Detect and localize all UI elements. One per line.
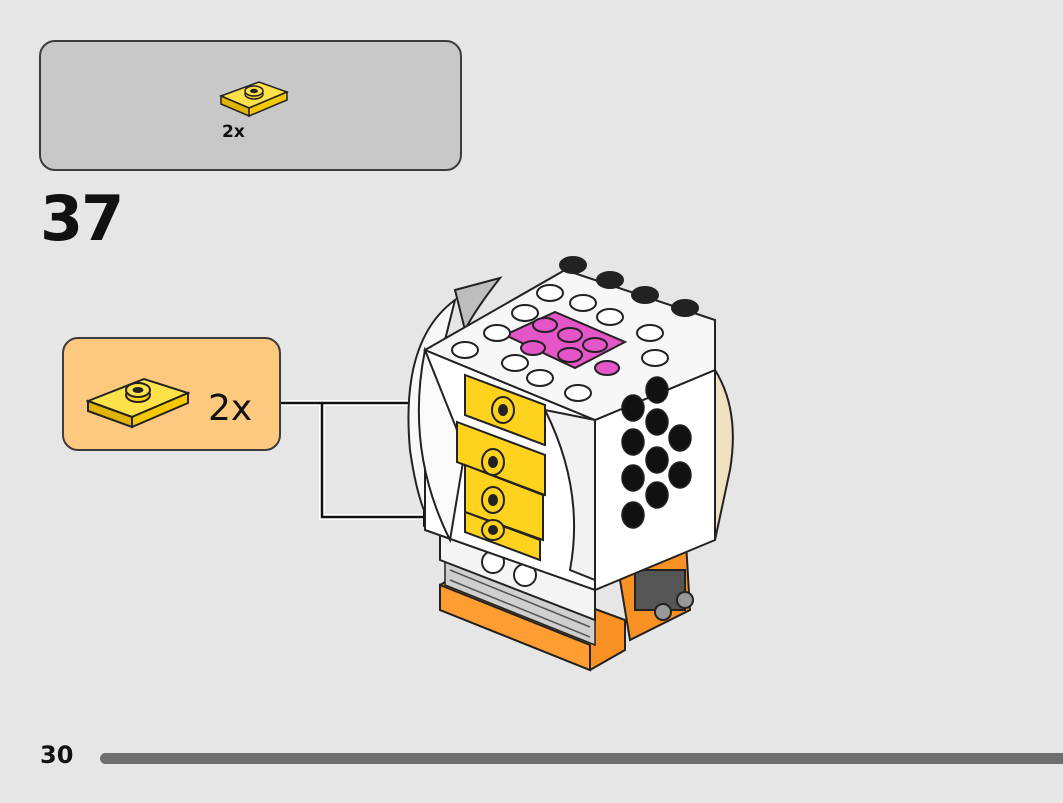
brick-model-illustration xyxy=(407,256,734,672)
parts-quantity: 2x xyxy=(222,122,245,142)
step-number: 37 xyxy=(40,182,124,255)
callout-box: 2x xyxy=(62,337,281,451)
yellow-jumper-plate-1x2-icon xyxy=(86,377,190,429)
callout-quantity: 2x xyxy=(208,388,253,429)
yellow-jumper-plate-1x2-icon xyxy=(219,81,290,118)
parts-list-box: 2x xyxy=(39,40,462,171)
progress-bar xyxy=(100,753,1063,764)
page-number: 30 xyxy=(40,741,74,769)
